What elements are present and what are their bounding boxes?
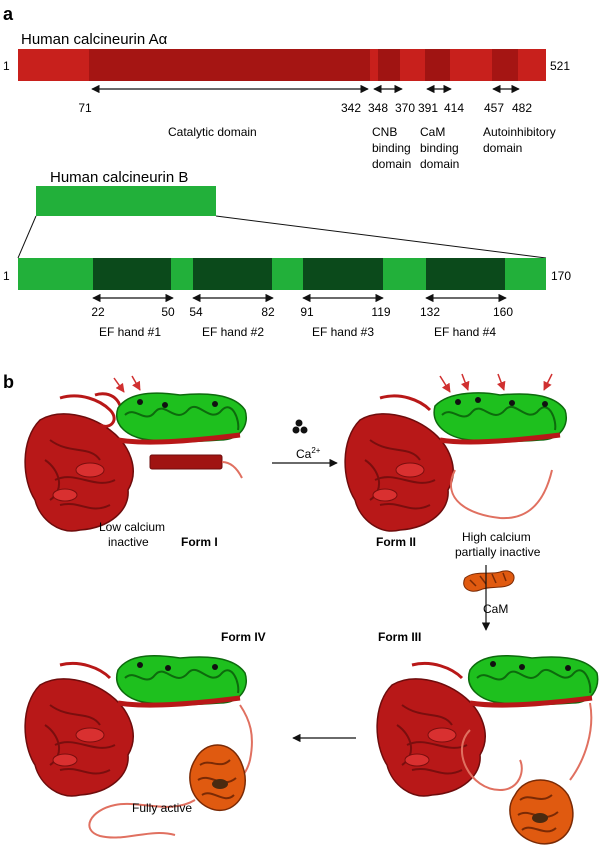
form-3-name: Form III <box>378 630 421 644</box>
form-2-state: partially inactive <box>455 545 541 559</box>
form-3-structure <box>376 655 599 845</box>
cnb-domain-label: CNB <box>372 125 397 139</box>
catalytic-domain-segment <box>89 49 370 81</box>
cna-bar <box>18 49 546 81</box>
form-4-name: Form IV <box>221 630 266 644</box>
calcium-ions <box>292 419 308 434</box>
calcium-symbol: Ca <box>296 447 312 461</box>
ef-hand-4-label: EF hand #4 <box>434 325 496 339</box>
cnb-end-label: 170 <box>551 269 571 283</box>
ef-residue-label: 22 <box>91 305 105 319</box>
cam-label: CaM <box>483 602 508 616</box>
ef-hand-2-segment <box>193 258 272 290</box>
form-1-state: Low calcium <box>99 520 165 534</box>
residue-label: 342 <box>341 101 361 115</box>
ef-hand-1-label: EF hand #1 <box>99 325 161 339</box>
calcium-charge: 2+ <box>311 446 320 455</box>
residue-label: 391 <box>418 101 438 115</box>
ef-hand-1-segment <box>93 258 171 290</box>
residue-label: 414 <box>444 101 464 115</box>
form-1-structure <box>24 375 247 532</box>
cam-binding-segment <box>425 49 450 81</box>
ef-residue-label: 82 <box>261 305 275 319</box>
cam-domain-label: domain <box>420 157 459 171</box>
cna-title: Human calcineurin Aα <box>21 31 168 48</box>
ef-residue-label: 50 <box>161 305 175 319</box>
cnb-small-bar <box>36 186 216 216</box>
cam-domain-label: binding <box>420 141 459 155</box>
ef-hand-2-label: EF hand #2 <box>202 325 264 339</box>
cnb-domain-label: binding <box>372 141 411 155</box>
residue-label: 482 <box>512 101 532 115</box>
cnb-binding-segment <box>378 49 400 81</box>
autoinhibitory-domain-label: Autoinhibitory <box>483 125 556 139</box>
calmodulin-icon <box>463 570 515 592</box>
ef-residue-label: 160 <box>493 305 513 319</box>
ef-hand-4-segment <box>426 258 505 290</box>
cnb-zoom-line-left <box>17 215 37 259</box>
cna-start-label: 1 <box>3 59 10 73</box>
form-2-state: High calcium <box>462 530 531 544</box>
ef-hand-3-label: EF hand #3 <box>312 325 374 339</box>
catalytic-domain-label: Catalytic domain <box>168 125 257 139</box>
autoinhibitory-domain-label: domain <box>483 141 522 155</box>
cnb-start-label: 1 <box>3 269 10 283</box>
cam-domain-label: CaM <box>420 125 445 139</box>
ef-residue-label: 132 <box>420 305 440 319</box>
calcium-label: Ca2+ <box>296 446 321 461</box>
cnb-zoom-line-right <box>215 215 547 259</box>
residue-label: 71 <box>78 101 92 115</box>
form-4-state: Fully active <box>132 801 192 815</box>
cnb-domain-label: domain <box>372 157 411 171</box>
form-1-name: Form I <box>181 535 218 549</box>
panel-b-label: b <box>3 372 14 392</box>
cna-end-label: 521 <box>550 59 570 73</box>
form-4-structure <box>24 655 253 839</box>
ef-residue-label: 91 <box>300 305 314 319</box>
residue-label: 370 <box>395 101 415 115</box>
cnb-bar <box>18 258 546 290</box>
residue-label: 457 <box>484 101 504 115</box>
residue-label: 348 <box>368 101 388 115</box>
cnb-title: Human calcineurin B <box>50 169 188 186</box>
panel-a-label: a <box>3 4 14 24</box>
form-2-structure <box>344 373 567 532</box>
form-1-state: inactive <box>108 535 149 549</box>
ef-residue-label: 119 <box>371 305 390 319</box>
form-2-name: Form II <box>376 535 416 549</box>
autoinhibitory-helix <box>149 454 223 470</box>
autoinhibitory-segment <box>492 49 518 81</box>
ef-residue-label: 54 <box>189 305 203 319</box>
ef-hand-3-segment <box>303 258 383 290</box>
